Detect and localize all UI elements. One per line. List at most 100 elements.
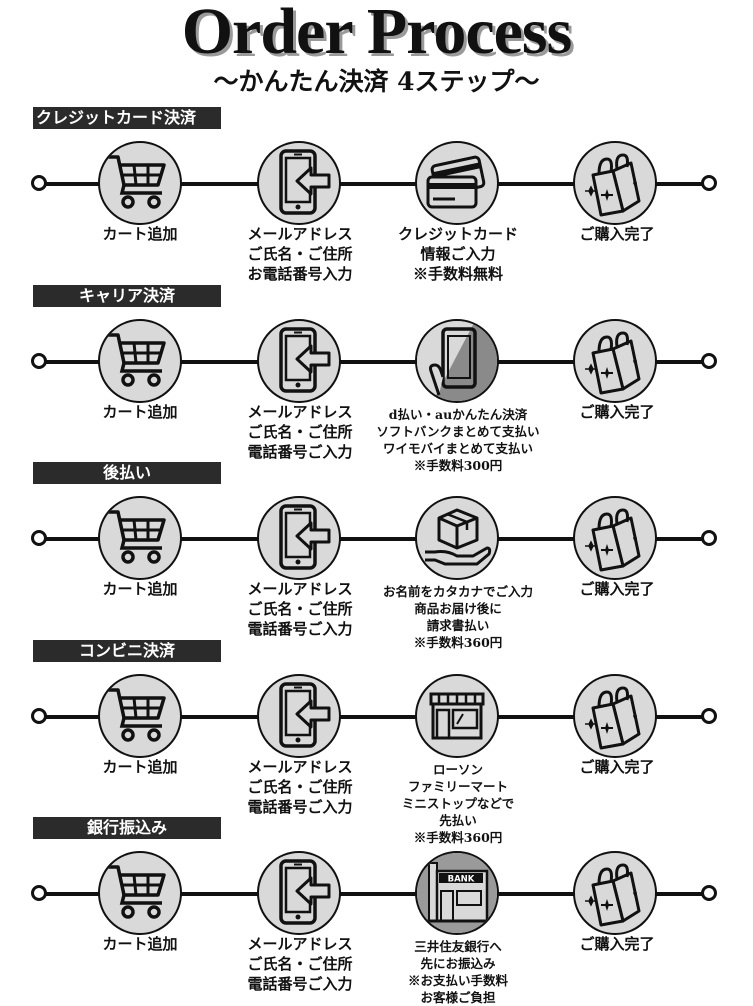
shopping-bag-icon xyxy=(573,141,657,225)
shopping-bag-icon xyxy=(573,674,657,758)
phone-arrow-icon xyxy=(257,496,341,580)
step-text-line: 電話番号ご入力 xyxy=(247,620,353,638)
step-text-line: 電話番号ご入力 xyxy=(247,798,353,816)
step-text-line: カート追加 xyxy=(102,580,178,598)
cart-icon xyxy=(98,851,182,935)
step-text-line: ファミリーマート xyxy=(407,779,508,794)
section-label: 銀行振込み xyxy=(33,817,221,839)
timeline-end-dot xyxy=(701,175,717,191)
section-label: クレジットカード決済 xyxy=(33,107,221,129)
package-delivery-icon xyxy=(415,496,499,580)
step-text-line: ご購入完了 xyxy=(579,225,655,243)
step-text: カート追加 xyxy=(55,757,225,777)
step-text-line: ご氏名・ご住所 xyxy=(247,778,353,796)
timeline-end-dot xyxy=(701,530,717,546)
step-text: カート追加 xyxy=(55,224,225,244)
step-text: メールアドレスご氏名・ご住所電話番号ご入力 xyxy=(215,579,385,639)
payment-section: 銀行振込み カート追加 メールアドレスご氏名・ご住所電話番号ご入力 BANK 三… xyxy=(0,817,753,1005)
step-text-line: 三井住友銀行へ xyxy=(414,939,502,954)
step-text: 三井住友銀行へ先にお振込み※お支払い手数料お客様ご負担 xyxy=(373,938,543,1006)
section-label: キャリア決済 xyxy=(33,285,221,307)
shopping-bag-icon xyxy=(573,319,657,403)
smartphone-hand-icon xyxy=(415,319,499,403)
step-text-line: カート追加 xyxy=(102,225,178,243)
payment-section: 後払い カート追加 メールアドレスご氏名・ご住所電話番号ご入力 お名前をカタカナ… xyxy=(0,462,753,650)
timeline-start-dot xyxy=(31,530,47,546)
timeline-start-dot xyxy=(31,175,47,191)
step-text: カート追加 xyxy=(55,402,225,422)
step-text-line: お電話番号入力 xyxy=(247,265,353,283)
payment-section: コンビニ決済 カート追加 メールアドレスご氏名・ご住所電話番号ご入力 ローソンフ… xyxy=(0,640,753,845)
step-text: メールアドレスご氏名・ご住所電話番号ご入力 xyxy=(215,402,385,462)
step-text-line: ※お支払い手数料 xyxy=(407,973,508,988)
timeline-start-dot xyxy=(31,353,47,369)
step-text-line: ご購入完了 xyxy=(579,758,655,776)
step-text-line: カート追加 xyxy=(102,403,178,421)
section-label: コンビニ決済 xyxy=(33,640,221,662)
step-text-line: 情報ご入力 xyxy=(420,245,496,263)
timeline-line xyxy=(40,182,710,186)
step-text: ご購入完了 xyxy=(532,402,702,422)
bank-sign-text: BANK xyxy=(448,875,475,885)
step-text-line: お名前をカタカナでご入力 xyxy=(382,584,533,599)
step-text-line: ※手数料360円 xyxy=(413,830,503,845)
timeline-line xyxy=(40,360,710,364)
step-text-line: ご購入完了 xyxy=(579,580,655,598)
phone-arrow-icon xyxy=(257,319,341,403)
step-text: ご購入完了 xyxy=(532,757,702,777)
timeline-end-dot xyxy=(701,353,717,369)
phone-arrow-icon xyxy=(257,851,341,935)
step-text: d払い・auかんたん決済ソフトバンクまとめて支払いワイモバイまとめて支払い ※手数… xyxy=(373,406,543,474)
step-text-line: メールアドレス xyxy=(247,935,353,953)
step-text-line: ご氏名・ご住所 xyxy=(247,600,353,618)
section-label: 後払い xyxy=(33,462,221,484)
cart-icon xyxy=(98,141,182,225)
payment-section: キャリア決済 カート追加 メールアドレスご氏名・ご住所電話番号ご入力 d払い・a… xyxy=(0,285,753,473)
step-text-line: ※手数料無料 xyxy=(412,265,503,283)
cart-icon xyxy=(98,496,182,580)
step-text: メールアドレスご氏名・ご住所電話番号ご入力 xyxy=(215,934,385,994)
step-text-line: ご氏名・ご住所 xyxy=(247,245,353,263)
step-text-line: ソフトバンクまとめて支払い xyxy=(376,424,540,439)
step-text-line: メールアドレス xyxy=(247,580,353,598)
step-text-line: ワイモバイまとめて支払い xyxy=(382,441,533,456)
step-text-line: ご氏名・ご住所 xyxy=(247,423,353,441)
step-text: お名前をカタカナでご入力商品お届け後に請求書払い※手数料360円 xyxy=(373,583,543,651)
timeline-start-dot xyxy=(31,708,47,724)
shopping-bag-icon xyxy=(573,496,657,580)
timeline-end-dot xyxy=(701,885,717,901)
step-text-line: 電話番号ご入力 xyxy=(247,975,353,993)
timeline-end-dot xyxy=(701,708,717,724)
page-subtitle: ～かんたん決済 4ステップ～ xyxy=(213,67,540,96)
step-text-line: ご購入完了 xyxy=(579,403,655,421)
cart-icon xyxy=(98,319,182,403)
shopping-bag-icon xyxy=(573,851,657,935)
step-text-line: メールアドレス xyxy=(247,403,353,421)
step-text-line: ご購入完了 xyxy=(579,935,655,953)
page-title: Order Process xyxy=(181,0,573,68)
step-text: カート追加 xyxy=(55,579,225,599)
step-text-line: ミニストップなどで xyxy=(401,796,515,811)
step-text-line: d払い・auかんたん決済 xyxy=(388,407,528,422)
step-text-line: 先払い xyxy=(439,813,477,828)
credit-card-icon xyxy=(415,141,499,225)
step-text: ローソンファミリーマートミニストップなどで先払い ※手数料360円 xyxy=(373,761,543,846)
step-text: メールアドレスご氏名・ご住所お電話番号入力 xyxy=(215,224,385,284)
step-text: ご購入完了 xyxy=(532,224,702,244)
step-text-line: お客様ご負担 xyxy=(420,990,496,1005)
cart-icon xyxy=(98,674,182,758)
step-text-line: 商品お届け後に xyxy=(414,601,502,616)
step-text: メールアドレスご氏名・ご住所電話番号ご入力 xyxy=(215,757,385,817)
step-text-line: ※手数料300円 xyxy=(413,458,503,473)
payment-section: クレジットカード決済 カート追加 メールアドレスご氏名・ご住所お電話番号入力 ク… xyxy=(0,107,753,283)
timeline-line xyxy=(40,537,710,541)
phone-arrow-icon xyxy=(257,674,341,758)
step-text-line: ローソン xyxy=(432,762,483,777)
phone-arrow-icon xyxy=(257,141,341,225)
step-text: ご購入完了 xyxy=(532,579,702,599)
step-text: カート追加 xyxy=(55,934,225,954)
timeline-line xyxy=(40,715,710,719)
step-text-line: クレジットカード xyxy=(397,225,518,243)
step-text-line: メールアドレス xyxy=(247,225,353,243)
timeline-start-dot xyxy=(31,885,47,901)
